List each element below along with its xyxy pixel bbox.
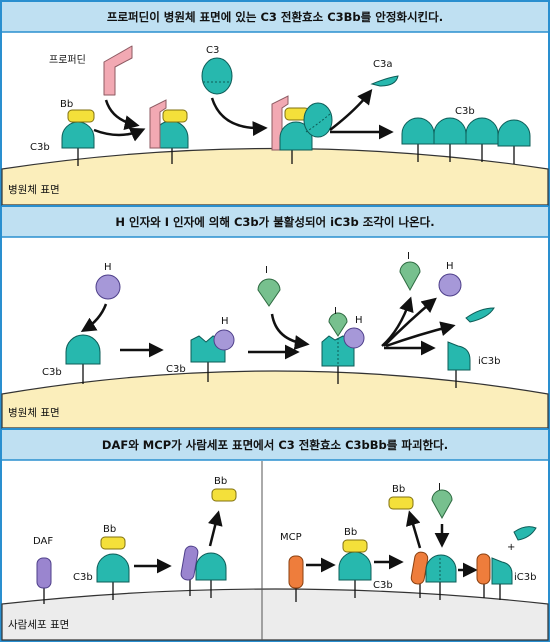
arrow-release-fragment	[385, 321, 456, 348]
c3b-molecule	[433, 117, 467, 145]
c3b-molecule	[497, 119, 531, 147]
human-cell-surface	[1, 588, 549, 641]
panel-2-surface-label: 병원체 표면	[8, 407, 60, 419]
c3b-molecule	[195, 552, 227, 581]
panel-2-header-bg	[2, 207, 548, 237]
ic3b-label: iC3b	[478, 356, 500, 367]
factor-i-label: I	[438, 482, 441, 493]
c3b-molecule	[96, 553, 130, 583]
arrow-c3-binding	[210, 97, 268, 137]
c3b-label: C3b	[30, 142, 50, 153]
c3b-fragment	[465, 307, 495, 323]
bb-fragment	[211, 488, 237, 502]
c3b-label: C3b	[373, 580, 393, 591]
panel-1-title: 프로퍼딘이 병원체 표면에 있는 C3 전환효소 C3Bb를 안정화시킨다.	[107, 10, 443, 24]
factor-h	[95, 274, 121, 300]
arrow-properdin-binding	[93, 127, 146, 142]
c3b-molecule	[401, 117, 435, 145]
c3b-molecule	[279, 121, 313, 151]
bb-label: Bb	[392, 484, 405, 495]
factor-h-label: H	[446, 261, 454, 272]
c3-molecule	[303, 102, 333, 138]
mcp-label: MCP	[280, 532, 302, 543]
bb-fragment	[162, 109, 188, 123]
panel-3-title: DAF와 MCP가 사람세포 표면에서 C3 전환효소 C3bBb를 파괴한다.	[102, 438, 448, 452]
properdin-label: 프로퍼딘	[49, 54, 86, 66]
arrow-bb-release	[405, 510, 422, 549]
factor-i-label: I	[407, 251, 410, 262]
c3b-row-label: C3b	[455, 106, 475, 117]
properdin-protein	[103, 45, 133, 96]
bb-fragment	[388, 496, 414, 510]
panel-properdin: 프로퍼딘이 병원체 표면에 있는 C3 전환효소 C3Bb를 안정화시킨다. 병…	[1, 2, 549, 206]
factor-i	[399, 261, 421, 292]
c3-molecule	[201, 57, 233, 95]
daf-label: DAF	[33, 536, 53, 547]
factor-h-label: H	[104, 262, 112, 273]
c3b-fragment	[513, 526, 537, 541]
factor-i-label: I	[334, 306, 337, 317]
factor-h-label: H	[355, 315, 363, 326]
daf-protein	[180, 545, 199, 581]
properdin-protein	[149, 99, 167, 149]
arrow-bb-release	[207, 510, 223, 547]
panel-3-header-bg	[2, 430, 548, 460]
arrow-i-binding	[270, 313, 310, 350]
factor-h	[438, 273, 462, 297]
c3b-molecule	[65, 334, 101, 365]
bb-label: Bb	[214, 476, 227, 487]
panel-factor-h-i: H 인자와 I 인자에 의해 C3b가 불활성되어 iC3b 조각이 나온다. …	[1, 207, 549, 429]
panel-3-surface-label: 사람세포 표면	[8, 618, 69, 631]
c3b-molecule	[425, 554, 457, 583]
mcp-protein	[476, 553, 491, 585]
c3b-label: C3b	[166, 364, 186, 375]
c3b-row	[401, 117, 531, 164]
arrow-release-i	[381, 296, 414, 347]
factor-h	[213, 329, 235, 351]
factor-i	[328, 312, 348, 337]
ic3b-molecule	[447, 341, 471, 371]
c3a-label: C3a	[373, 59, 392, 70]
c3b-label: C3b	[73, 572, 93, 583]
c3b-label: C3b	[42, 367, 62, 378]
panel-1-surface-label: 병원체 표면	[8, 184, 60, 196]
arrow-h-binding	[80, 303, 108, 332]
ic3b-molecule	[491, 557, 513, 585]
daf-protein	[36, 557, 52, 589]
arrow-release-h	[383, 297, 437, 347]
c3-label: C3	[206, 45, 219, 56]
factor-i	[431, 489, 453, 520]
factor-h	[343, 327, 365, 349]
panel-1-header-bg	[2, 2, 548, 32]
factor-i	[257, 278, 281, 307]
arrow-properdin-in	[104, 99, 140, 131]
factor-h-label: H	[221, 316, 229, 327]
c3b-molecule	[465, 117, 499, 145]
panel-daf-mcp: DAF와 MCP가 사람세포 표면에서 C3 전환효소 C3bBb를 파괴한다.…	[1, 430, 549, 641]
bb-fragment	[342, 539, 368, 553]
bb-fragment	[100, 536, 126, 550]
bb-label: Bb	[103, 524, 116, 535]
plus-sign: +	[507, 542, 515, 553]
bb-label: Bb	[344, 527, 357, 538]
c3b-molecule	[338, 551, 372, 581]
panel-2-title: H 인자와 I 인자에 의해 C3b가 불활성되어 iC3b 조각이 나온다.	[115, 215, 434, 229]
mcp-protein	[288, 555, 304, 589]
ic3b-label: iC3b	[514, 572, 536, 583]
arrow-c3a-release	[329, 89, 373, 131]
bb-fragment	[67, 109, 95, 123]
bb-label: Bb	[60, 99, 73, 110]
c3b-molecule	[61, 121, 95, 149]
c3a-fragment	[370, 75, 399, 87]
factor-i-label: I	[265, 265, 268, 276]
pathogen-surface	[1, 370, 549, 429]
